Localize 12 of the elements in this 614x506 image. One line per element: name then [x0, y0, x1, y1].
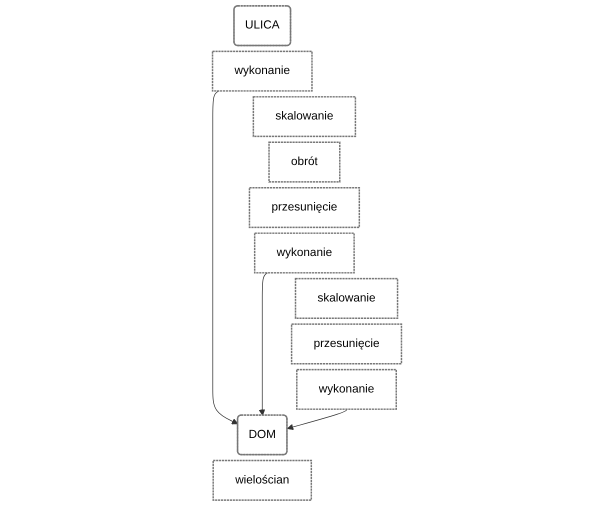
node-box: przesunięcie [290, 323, 402, 364]
arrow [212, 90, 238, 424]
node-box: skalowanie [294, 278, 398, 319]
node-box: wykonanie [212, 50, 313, 92]
arrow [287, 408, 347, 430]
node-box: wykonanie [296, 368, 397, 410]
node-box: obrót [268, 142, 340, 183]
node-box: wielościan [212, 460, 312, 501]
node-box: wykonanie [254, 232, 355, 274]
arrow [258, 272, 268, 416]
node-box: skalowanie [252, 96, 356, 138]
node-box: przesunięcie [248, 187, 360, 228]
